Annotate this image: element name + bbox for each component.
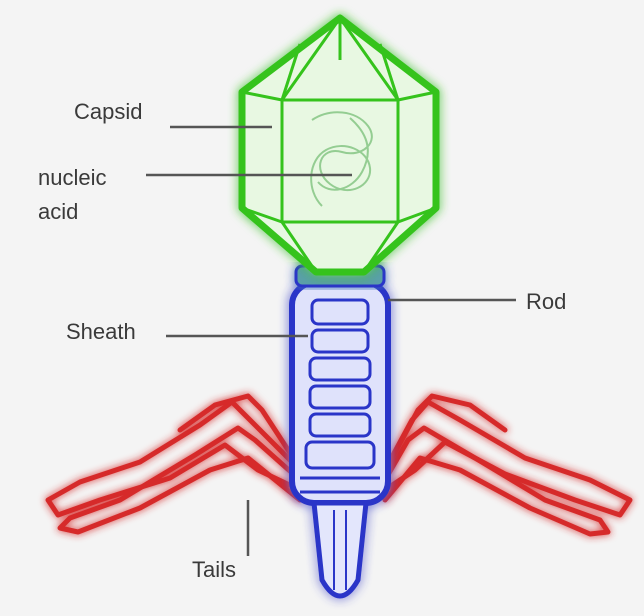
tail-tip: [314, 503, 366, 596]
label-rod: Rod: [526, 288, 566, 316]
label-sheath: Sheath: [66, 318, 136, 346]
tail-fiber-left-1: [48, 402, 300, 515]
label-nucleic-acid-line1: nucleic: [38, 164, 106, 192]
tail-fiber-left-2: [60, 428, 300, 532]
tail-fiber-right-3: [390, 396, 505, 462]
label-capsid: Capsid: [74, 98, 142, 126]
label-nucleic-acid-line2: acid: [38, 198, 78, 226]
sheath-body: [292, 283, 388, 503]
label-tails: Tails: [192, 556, 236, 584]
sheath-tail: [292, 283, 388, 596]
